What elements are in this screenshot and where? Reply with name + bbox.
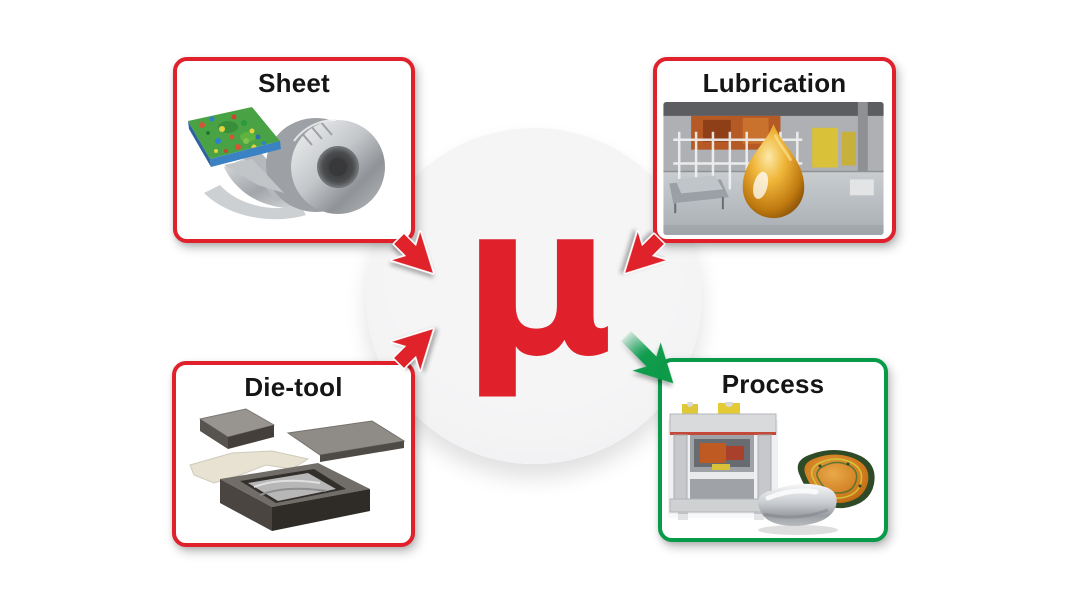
surface-scan-icon	[188, 107, 284, 193]
process-illustration	[668, 402, 875, 536]
die-plate	[286, 420, 406, 462]
sheet-illustration	[188, 107, 385, 220]
box-sheet: Sheet	[173, 57, 415, 243]
blank-sheet	[189, 450, 310, 484]
box-lubrication-title: Lubrication	[702, 68, 847, 98]
box-lubrication: Lubrication	[653, 57, 896, 243]
coil-icon	[266, 118, 385, 214]
die-tool-illustration	[189, 408, 406, 531]
friction-circle: μ	[366, 128, 702, 464]
box-die-tool-title: Die-tool	[244, 372, 343, 402]
oil-drop-icon	[742, 123, 805, 219]
box-sheet-title: Sheet	[258, 68, 330, 98]
box-process: Process	[658, 358, 888, 542]
part-rack	[669, 175, 729, 214]
die-block	[220, 463, 370, 531]
box-process-title: Process	[721, 369, 825, 399]
press-icon	[668, 402, 778, 536]
die-punch	[199, 408, 275, 449]
silver-part-icon	[757, 483, 838, 535]
box-die-tool: Die-tool	[172, 361, 415, 547]
lubrication-illustration	[663, 102, 884, 235]
mu-symbol: μ	[461, 161, 615, 403]
